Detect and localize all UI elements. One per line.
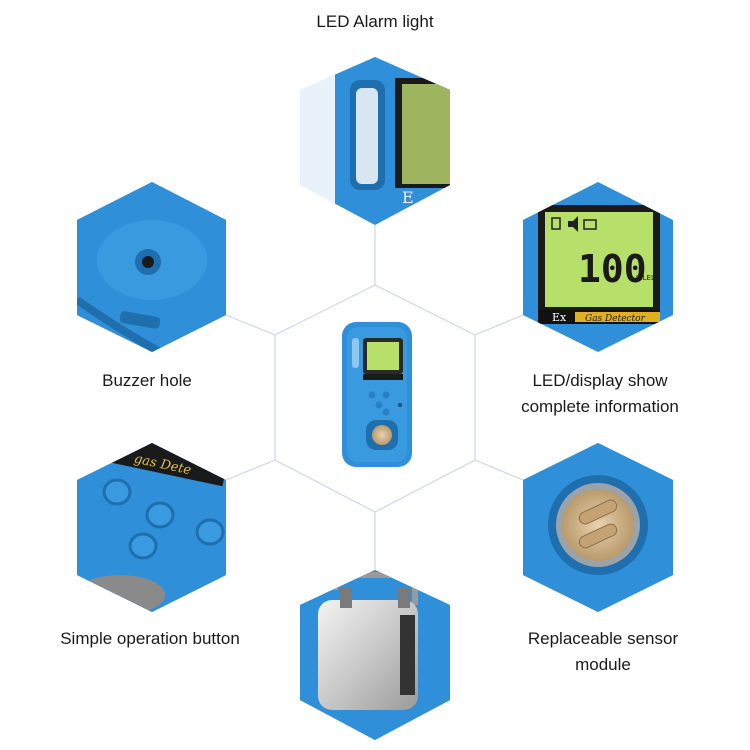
speaker-icon [568,216,578,232]
caption-display: LED/display show complete information [521,371,679,416]
brand-badge: Ex [552,311,567,324]
operation-button-2 [145,501,175,529]
display-hexagon: 100 %LEL Ex Gas Detector [523,182,673,352]
caption-led-alarm: LED Alarm light [316,12,434,31]
connector-lines [225,225,524,570]
battery-icon [551,217,561,230]
operation-button-1 [102,478,132,506]
gas-detector-device [342,322,412,467]
operation-button-4 [195,518,225,546]
lcd-unit: %LEL [636,274,655,282]
operation-button-3 [128,532,158,560]
center-hexagon [274,284,476,513]
lcd-reading: 100 [578,247,647,291]
buttons-hexagon: gas Dete [77,443,226,612]
led-alarm-light [356,88,378,184]
ex-badge-partial: E [402,188,414,207]
buzzer-hexagon [77,182,226,352]
belt-clip-hexagon [300,570,450,740]
sensor-hexagon [523,443,673,612]
caption-buzzer: Buzzer hole [102,371,192,390]
belt-clip [318,600,418,710]
lcd-screen [545,212,653,307]
signal-icon [583,219,597,230]
led-alarm-hexagon: E [300,57,450,225]
caption-buttons: Simple operation button [60,629,240,648]
caption-sensor: Replaceable sensor module [527,629,679,674]
sensor-module [562,489,634,561]
product-label: Gas Detector [585,314,646,324]
